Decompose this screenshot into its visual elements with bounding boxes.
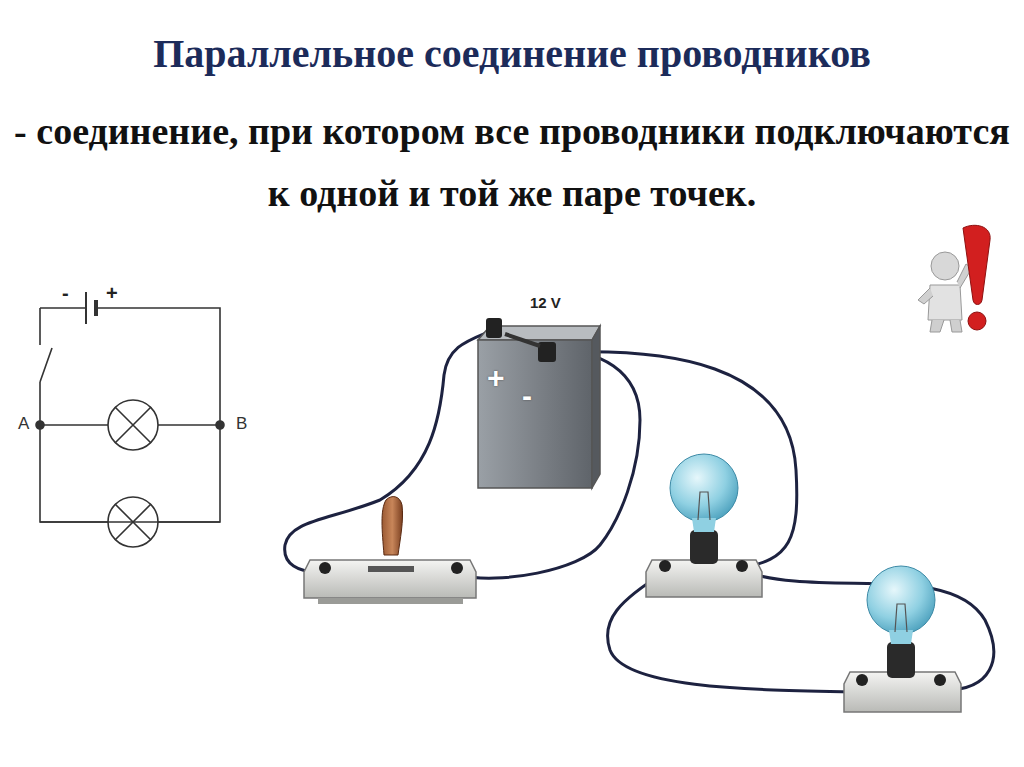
schematic [36,292,224,547]
schematic-wire [40,521,220,523]
polarity-sign: + [106,282,118,305]
junction-dot [36,421,44,429]
definition-text: - соединение, при котором все проводники… [12,100,1012,224]
attention-figure [918,225,990,332]
switch [304,497,476,604]
point-label: A [18,414,29,434]
lamp [844,566,961,712]
wires [285,330,994,692]
polarity-sign: - [62,282,69,305]
junction-dot [216,421,224,429]
battery-terminal-sign: + [487,361,505,395]
schematic-wire [40,424,220,426]
switch-symbol [40,348,52,382]
battery-symbol [85,292,87,324]
battery-symbol [94,300,98,316]
lamp-symbol [108,497,158,547]
voltage-label: 12 V [530,294,561,311]
point-label: B [236,414,247,434]
battery [478,318,600,488]
lamp [646,454,762,597]
battery-terminal-sign: - [522,379,532,413]
schematic-wire [40,308,220,522]
slide-title: Параллельное соединение проводников [7,30,1017,77]
lamp-symbol [108,400,158,450]
